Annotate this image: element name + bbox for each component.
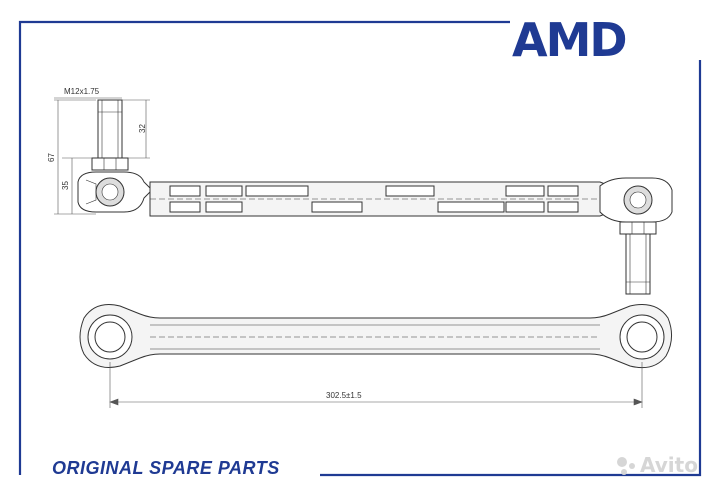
footer-tagline: ORIGINAL SPARE PARTS [52, 458, 280, 478]
bar-slot [169, 201, 201, 213]
bar-slot [505, 185, 545, 197]
avito-text: Avito [640, 453, 698, 477]
left-stud [97, 99, 123, 161]
bar-slot [547, 201, 579, 213]
thread-label: M12x1.75 [64, 87, 100, 96]
logo-text: AMD [512, 13, 626, 67]
stud-length-label: 32 [138, 124, 147, 133]
center-distance-dim [109, 362, 643, 408]
left-eye-inner [94, 321, 126, 353]
ball-height-label: 35 [61, 181, 70, 190]
page-frame [18, 20, 702, 477]
right-nut [619, 221, 657, 235]
avito-watermark: Avito [617, 453, 698, 477]
bar-slot [311, 201, 363, 213]
bar-slot [205, 185, 243, 197]
top-view [79, 304, 672, 369]
bar-slot [205, 201, 243, 213]
bar-slot [385, 185, 435, 197]
bar-slot [437, 201, 505, 213]
bar-slot [547, 185, 579, 197]
top-bar-outline [79, 304, 672, 369]
side-view [77, 99, 673, 295]
right-eye-inner [626, 321, 658, 353]
bar-slot [169, 185, 201, 197]
total-height-label: 67 [47, 153, 56, 162]
dimension-lines [54, 97, 150, 215]
amd-logo: AMD [512, 13, 628, 67]
left-nut [91, 157, 129, 171]
bar-slot [505, 201, 545, 213]
bar-slot [245, 185, 309, 197]
center-distance-label: 302.5±1.5 [326, 391, 362, 400]
right-stud [625, 233, 651, 295]
